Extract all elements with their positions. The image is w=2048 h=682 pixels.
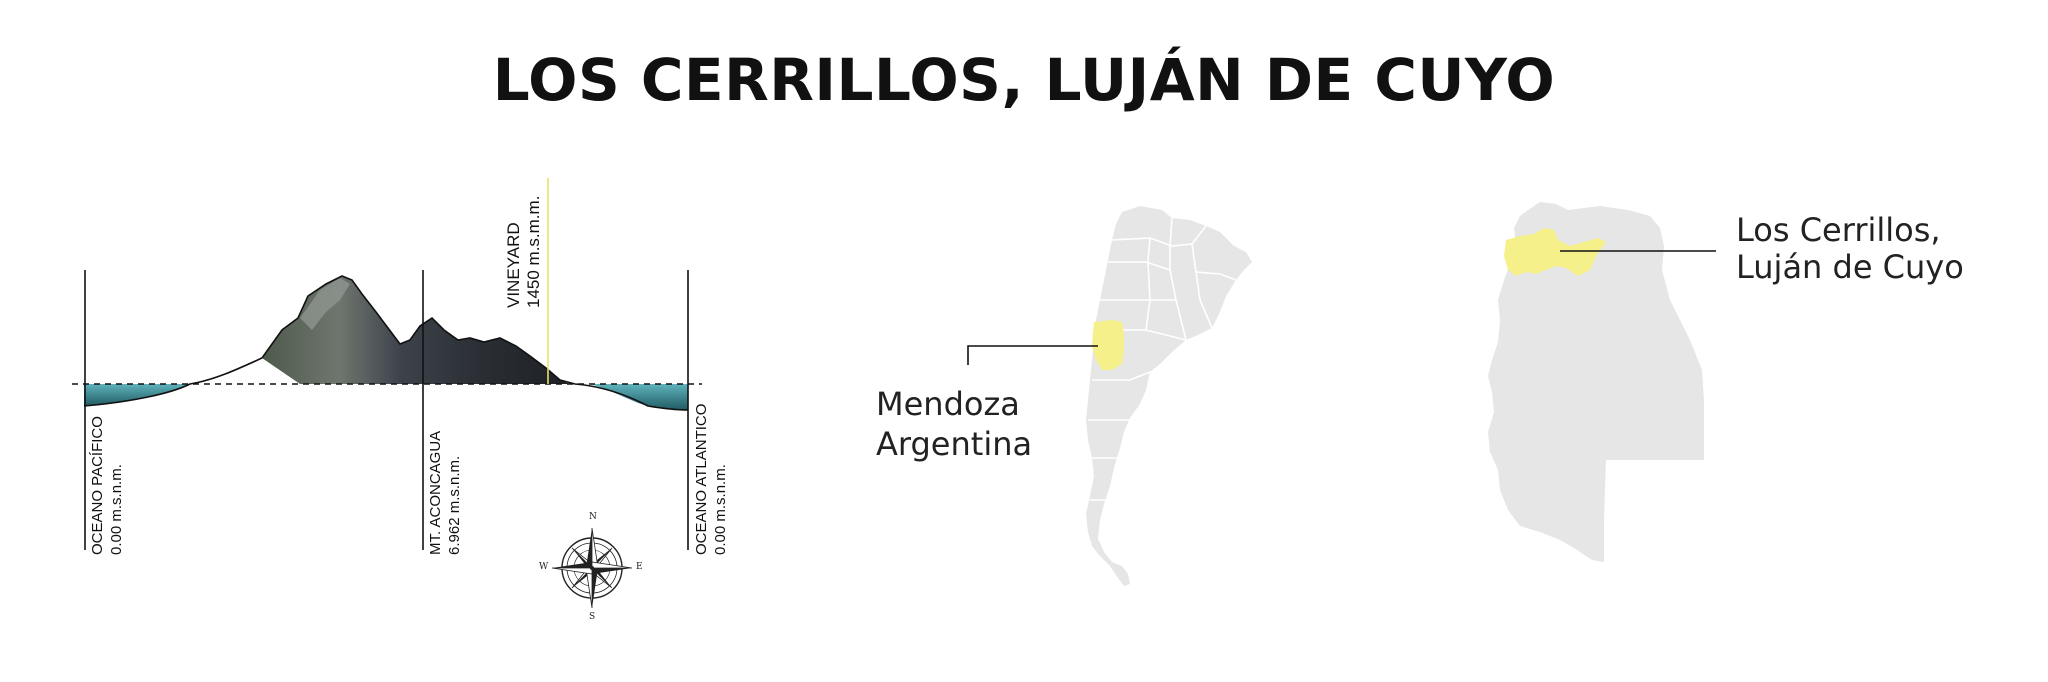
pacific-label: OCEANO PACÍFICO 0.00 m.s.n.m. (88, 416, 126, 555)
mendoza-province-highlight (1092, 320, 1124, 370)
atlantic-name: OCEANO ATLANTICO (693, 403, 710, 555)
aconcagua-name: MT. ACONCAGUA (427, 430, 444, 555)
argentina-map-label: Mendoza Argentina (876, 384, 1032, 464)
pacific-name: OCEANO PACÍFICO (89, 416, 106, 555)
atlantic-altitude: 0.00 m.s.n.m. (712, 464, 729, 555)
aconcagua-altitude: 6.962 m.s.n.m. (446, 455, 463, 555)
pacific-altitude: 0.00 m.s.n.m. (108, 464, 125, 555)
mendoza-map-label: Los Cerrillos, Luján de Cuyo (1736, 212, 1964, 286)
atlantic-label: OCEANO ATLANTICO 0.00 m.s.n.m. (692, 404, 730, 555)
compass-west: W (539, 562, 549, 572)
argentina-label-line1: Mendoza (876, 385, 1020, 423)
mendoza-leader-line (967, 345, 1098, 365)
argentina-label-line2: Argentina (876, 425, 1033, 463)
elevation-profile (72, 178, 702, 550)
province-borders (1088, 217, 1237, 541)
mendoza-map (1488, 202, 1716, 562)
aconcagua-label: MT. ACONCAGUA 6.962 m.s.n.m. (426, 431, 464, 555)
compass-north: N (589, 512, 597, 522)
compass-south: S (589, 612, 596, 622)
mendoza-label-line1: Los Cerrillos, (1736, 211, 1941, 249)
page-title: LOS CERRILLOS, LUJÁN DE CUYO (492, 46, 1556, 114)
pacific-water (84, 384, 190, 406)
vineyard-name: VINEYARD (504, 222, 523, 308)
terrain-outline (83, 275, 689, 411)
lujan-de-cuyo-highlight (1504, 228, 1606, 276)
vineyard-altitude: 1450 m.s.m.m. (524, 195, 543, 308)
compass-east: E (636, 562, 643, 572)
mendoza-label-line2: Luján de Cuyo (1736, 248, 1964, 286)
argentina-map (967, 206, 1252, 586)
argentina-shape (1086, 206, 1252, 586)
mendoza-province-shape (1488, 202, 1704, 562)
vineyard-label: VINEYARD 1450 m.s.m.m. (504, 196, 544, 308)
mountain-highlight (300, 278, 350, 330)
andes-mountain (262, 276, 570, 384)
compass-rose-icon (551, 527, 633, 609)
atlantic-water (590, 384, 688, 410)
